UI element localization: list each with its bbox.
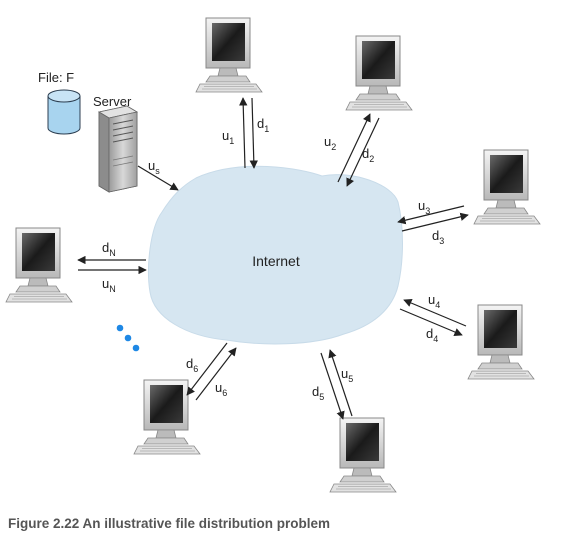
server-upload-arrow xyxy=(137,165,179,191)
peer-3-download-label: d3 xyxy=(432,228,444,246)
peer-2-computer-icon xyxy=(345,35,413,111)
peer-5-upload-arrow xyxy=(328,349,353,417)
peer-n-computer-icon xyxy=(5,227,73,303)
peer-2-upload-arrow xyxy=(337,113,371,183)
peer-3-download-arrow xyxy=(401,212,469,232)
server-icon xyxy=(97,105,139,193)
peer-5-upload-label: u5 xyxy=(341,366,353,384)
peer-2-download-arrow xyxy=(346,117,380,187)
peer-5-computer-icon xyxy=(329,417,397,493)
peer-4-upload-arrow xyxy=(403,299,467,327)
server-label: Server xyxy=(93,94,132,109)
peer-4-computer-icon xyxy=(467,304,535,380)
file-label: File: F xyxy=(38,70,74,85)
internet-cloud xyxy=(148,165,403,345)
peer-1-download-label: d1 xyxy=(257,116,269,134)
peer-3-upload-arrow xyxy=(397,205,465,225)
peer-4-upload-label: u4 xyxy=(428,292,440,310)
peer-4-download-label: d4 xyxy=(426,326,438,344)
peer-1-computer-icon xyxy=(195,17,263,93)
peer-3-upload-label: u3 xyxy=(418,198,430,216)
peer-2-upload-label: u2 xyxy=(324,134,336,152)
peer-2-download-label: d2 xyxy=(362,146,374,164)
figure-caption: Figure 2.22 An illustrative file distrib… xyxy=(8,516,331,531)
peer-3-computer-icon xyxy=(473,149,541,225)
more-peers-ellipsis xyxy=(116,324,140,352)
peer-1-upload-label: u1 xyxy=(222,128,234,146)
file-database-icon xyxy=(47,89,81,135)
peer-4-download-arrow xyxy=(399,308,463,336)
peer-n-upload-label: uN xyxy=(102,276,116,294)
server-upload-label: us xyxy=(148,158,160,176)
peer-5-download-arrow xyxy=(320,352,345,420)
peer-6-download-arrow xyxy=(186,342,228,396)
file-distribution-diagram: Internet File: F Server us u1 d1 u2 d2 u… xyxy=(5,17,541,493)
peer-5-download-label: d5 xyxy=(312,384,324,402)
internet-label: Internet xyxy=(252,253,300,269)
peer-1-download-arrow xyxy=(249,97,258,169)
peer-6-upload-label: u6 xyxy=(215,380,227,398)
peer-6-upload-arrow xyxy=(195,347,237,401)
peer-n-download-label: dN xyxy=(102,240,116,258)
peer-1-upload-arrow xyxy=(239,97,248,169)
peer-6-download-label: d6 xyxy=(186,356,198,374)
